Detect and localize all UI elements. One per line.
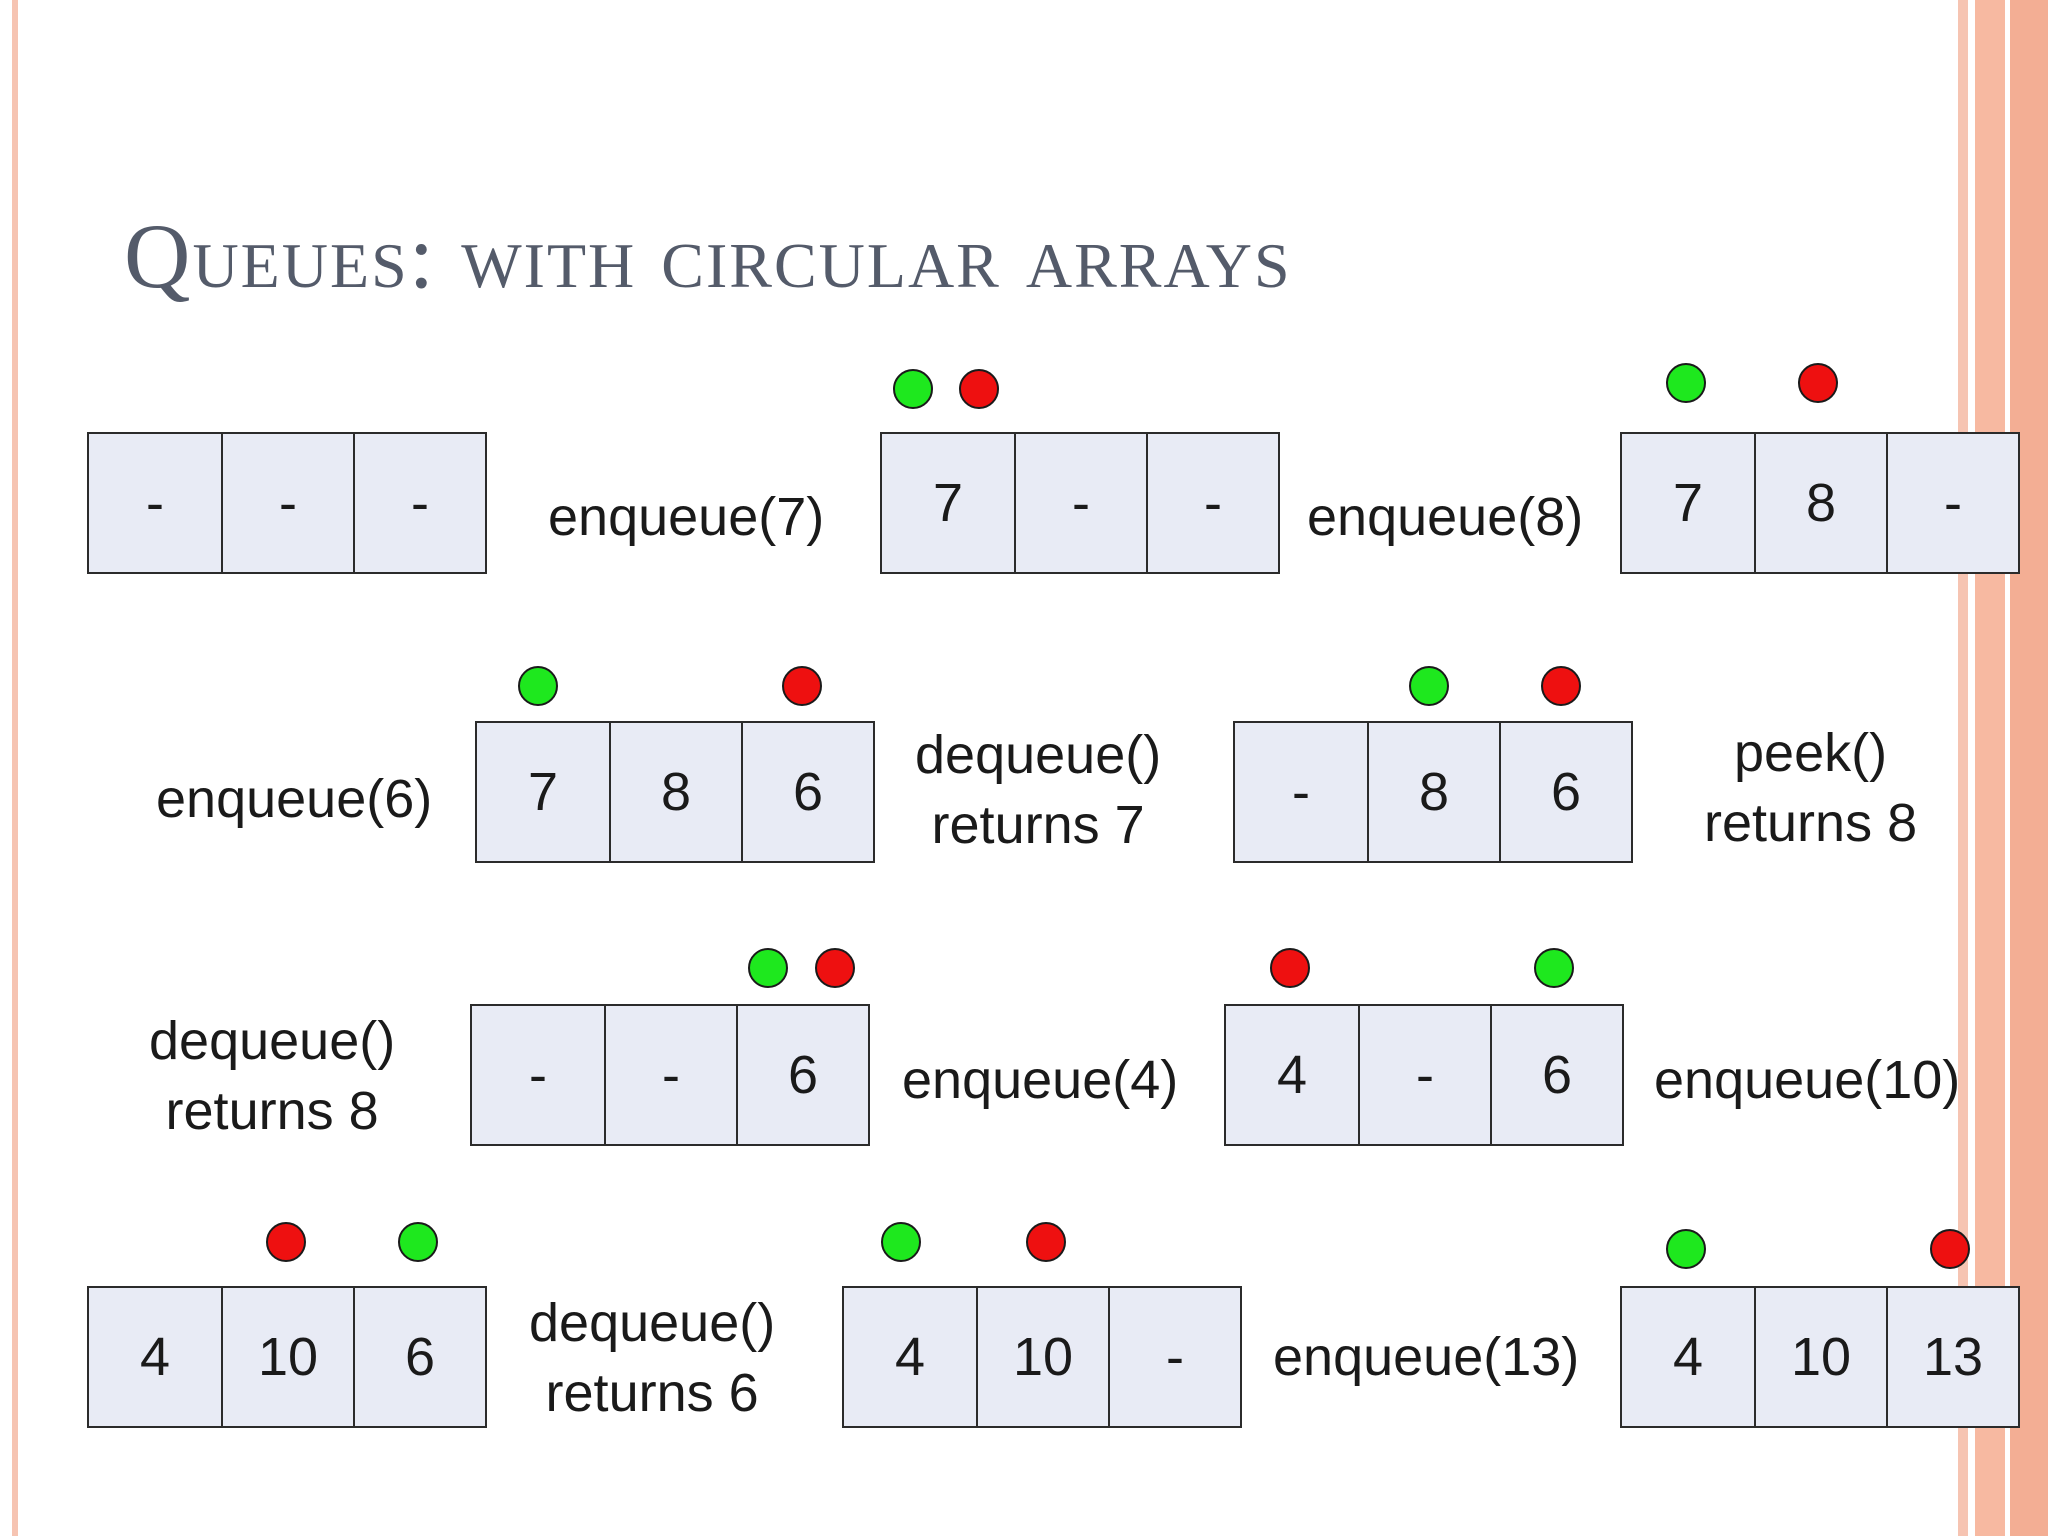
operation-label: enqueue(13) [1273,1322,1579,1392]
front-pointer-icon [398,1222,438,1262]
decor-stripe [12,0,18,1536]
operation-result: returns 8 [165,1081,379,1142]
operation-text: dequeue() [529,1293,776,1353]
array-cell: 7 [882,434,1014,572]
queue-array-step-2: 7 8 - [1620,432,2020,574]
array-cell: - [1014,434,1146,572]
array-cell: 8 [609,723,741,861]
operation-text: enqueue(7) [548,487,825,547]
array-cell: 6 [1499,723,1631,861]
queue-array-step-8: 4 10 6 [87,1286,487,1428]
array-cell: - [221,434,353,572]
array-cell: 4 [1226,1006,1358,1144]
array-cell: - [353,434,485,572]
operation-text: enqueue(6) [156,769,433,829]
operation-text: dequeue() [915,725,1162,785]
operation-text: enqueue(4) [902,1050,1179,1110]
array-cell: 4 [1622,1288,1754,1426]
rear-pointer-icon [1541,666,1581,706]
array-cell: 7 [1622,434,1754,572]
rear-pointer-icon [266,1222,306,1262]
array-cell: 6 [736,1006,868,1144]
array-cell: 8 [1754,434,1886,572]
front-pointer-icon [1409,666,1449,706]
array-cell: 4 [89,1288,221,1426]
front-pointer-icon [1666,363,1706,403]
operation-label: dequeue() returns 6 [529,1288,775,1428]
front-pointer-icon [748,948,788,988]
queue-array-step-3: 7 8 6 [475,721,875,863]
array-cell: - [604,1006,736,1144]
array-cell: 10 [221,1288,353,1426]
rear-pointer-icon [1270,948,1310,988]
queue-array-step-6: - - 6 [470,1004,870,1146]
front-pointer-icon [893,369,933,409]
array-cell: 6 [1490,1006,1622,1144]
array-cell: 6 [741,723,873,861]
front-pointer-icon [1666,1229,1706,1269]
queue-array-initial: - - - [87,432,487,574]
operation-label: enqueue(6) [156,764,432,834]
rear-pointer-icon [959,369,999,409]
array-cell: - [1235,723,1367,861]
operation-label: enqueue(4) [902,1045,1178,1115]
operation-label: enqueue(7) [548,482,824,552]
operation-text: dequeue() [149,1011,396,1071]
queue-array-step-7: 4 - 6 [1224,1004,1624,1146]
queue-array-step-9: 4 10 - [842,1286,1242,1428]
slide-title: Queues: with circular arrays [124,205,1292,307]
front-pointer-icon [518,666,558,706]
array-cell: - [1886,434,2018,572]
array-cell: 10 [1754,1288,1886,1426]
queue-array-step-1: 7 - - [880,432,1280,574]
array-cell: - [1358,1006,1490,1144]
operation-result: returns 8 [1704,793,1918,854]
array-cell: 4 [844,1288,976,1426]
rear-pointer-icon [782,666,822,706]
operation-label: enqueue(8) [1307,482,1583,552]
operation-text: peek() [1734,723,1888,783]
array-cell: - [1108,1288,1240,1426]
decor-stripe [1975,0,2005,1536]
array-cell: 13 [1886,1288,2018,1426]
rear-pointer-icon [1930,1229,1970,1269]
operation-text: enqueue(8) [1307,487,1584,547]
array-cell: - [472,1006,604,1144]
decor-stripe [1958,0,1968,1536]
rear-pointer-icon [1026,1222,1066,1262]
operation-label: dequeue() returns 8 [149,1006,395,1146]
array-cell: 7 [477,723,609,861]
array-cell: - [1146,434,1278,572]
front-pointer-icon [881,1222,921,1262]
operation-label: peek() returns 8 [1704,718,1917,858]
queue-array-step-4: - 8 6 [1233,721,1633,863]
array-cell: - [89,434,221,572]
operation-text: enqueue(13) [1273,1327,1580,1387]
rear-pointer-icon [815,948,855,988]
operation-result: returns 7 [931,795,1145,856]
queue-array-step-10: 4 10 13 [1620,1286,2020,1428]
array-cell: 8 [1367,723,1499,861]
rear-pointer-icon [1798,363,1838,403]
array-cell: 10 [976,1288,1108,1426]
array-cell: 6 [353,1288,485,1426]
operation-text: enqueue(10) [1654,1050,1961,1110]
decor-stripe [2010,0,2048,1536]
operation-label: dequeue() returns 7 [915,720,1161,860]
operation-label: enqueue(10) [1654,1045,1960,1115]
operation-result: returns 6 [545,1363,759,1424]
front-pointer-icon [1534,948,1574,988]
